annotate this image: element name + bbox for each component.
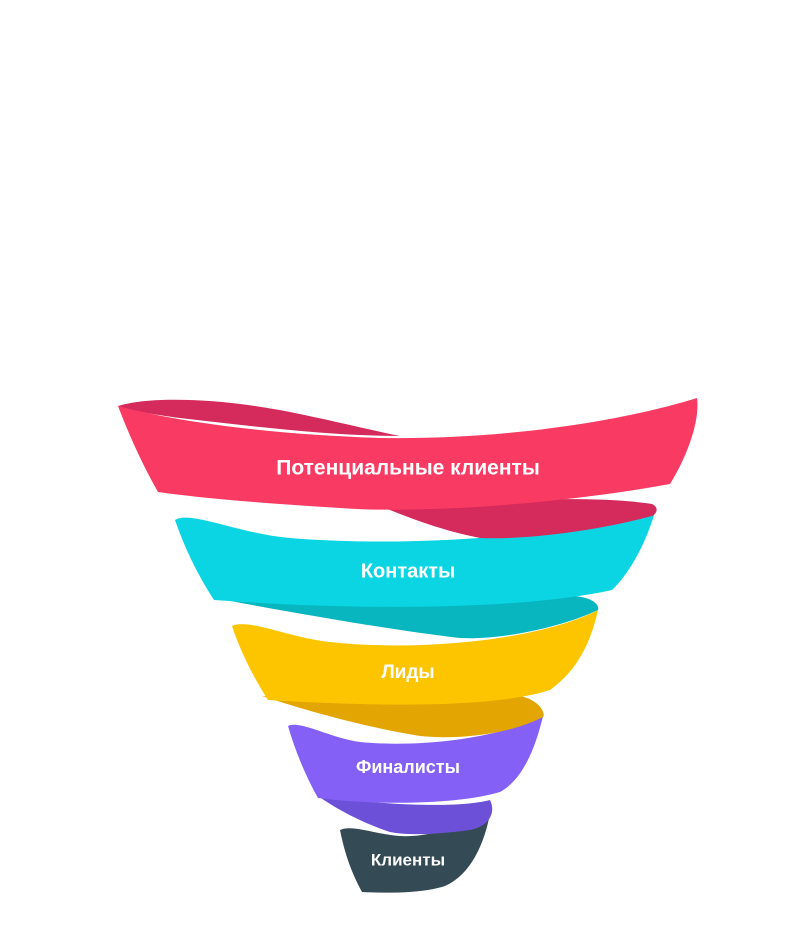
funnel-stage-prospects: Потенциальные клиенты [118,398,698,539]
stage-finalists-label: Финалисты [356,757,460,777]
stage-prospects-back-bottom [380,499,657,539]
stage-leads-label: Лиды [381,662,434,683]
stage-contacts-back [214,595,599,639]
funnel-stage-leads: Лиды [232,610,598,738]
stage-finalists-back [318,796,493,835]
stage-clients-label: Клиенты [371,850,445,869]
stage-leads-back [262,696,544,738]
stage-prospects-back-top [118,399,400,436]
stage-leads-ribbon [232,610,598,705]
stage-contacts-label: Контакты [361,560,455,582]
stage-finalists-ribbon [288,716,543,803]
funnel-stage-finalists: Финалисты [288,716,543,835]
stage-prospects-ribbon [118,398,698,510]
stage-prospects-label: Потенциальные клиенты [276,457,540,480]
